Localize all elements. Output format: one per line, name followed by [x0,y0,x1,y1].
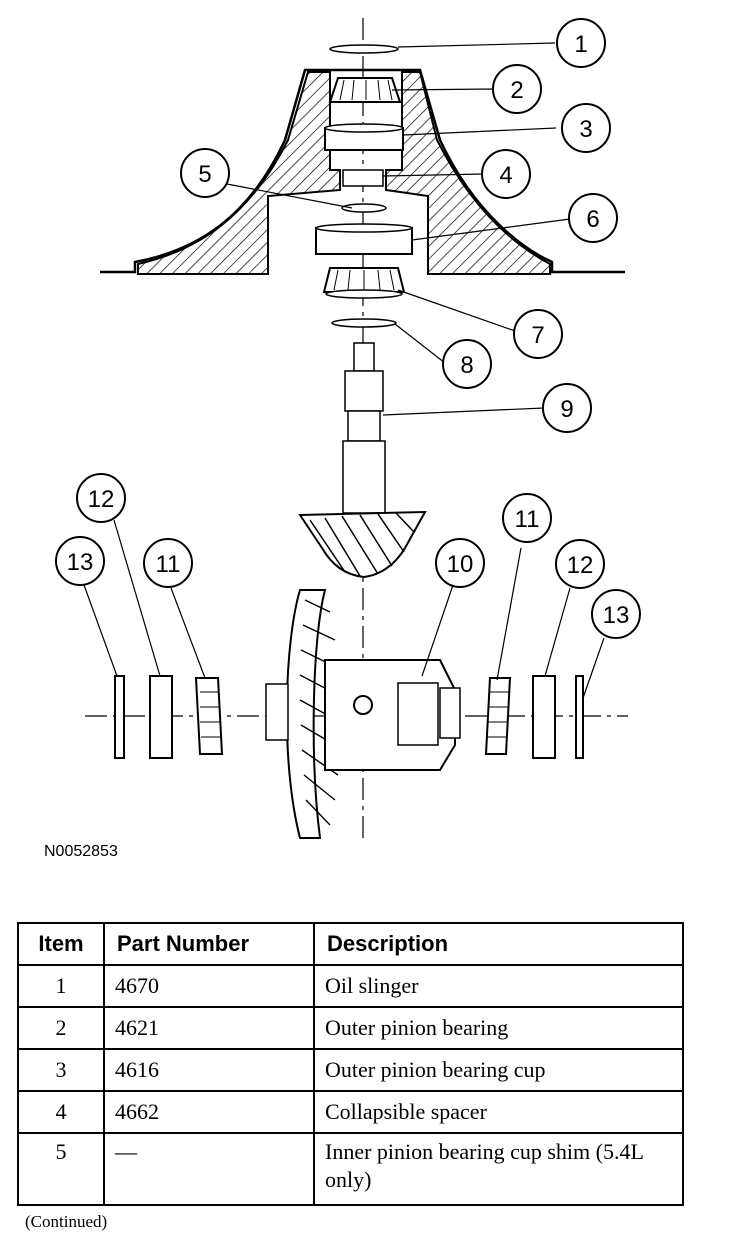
item-cell: 1 [17,964,105,1008]
callout-label: 12 [567,552,594,579]
header-part-number: Part Number [103,922,315,966]
callout-11-right: 11 [502,493,552,543]
table-header-row: Item Part Number Description [17,922,684,966]
bearing-cup-left [149,675,173,759]
callout-6: 6 [568,193,618,243]
callout-label: 13 [67,549,94,576]
part-number-cell: 4621 [103,1006,315,1050]
description-cell: Inner pinion bearing cup shim (5.4L only… [313,1132,684,1206]
callout-8: 8 [442,339,492,389]
callout-3: 3 [561,103,611,153]
differential-bearing-left [194,677,224,755]
header-item: Item [17,922,105,966]
item-cell: 2 [17,1006,105,1050]
callout-label: 7 [531,322,544,349]
header-description: Description [313,922,684,966]
table-row: 3 4616 Outer pinion bearing cup [17,1048,684,1092]
callout-9: 9 [542,383,592,433]
callout-4: 4 [481,149,531,199]
callout-12-right: 12 [555,539,605,589]
pinion-shim [331,318,397,328]
part-number-cell: 4662 [103,1090,315,1134]
table-row: 1 4670 Oil slinger [17,964,684,1008]
callout-label: 2 [510,77,523,104]
differential-housing [100,68,625,275]
bearing-cup-right [532,675,556,759]
continued-note: (Continued) [25,1212,108,1231]
callout-label: 12 [88,486,115,513]
part-number-cell: 4616 [103,1048,315,1092]
callout-13-left: 13 [55,536,105,586]
part-number-cell: — [103,1132,315,1206]
description-cell: Outer pinion bearing cup [313,1048,684,1092]
callout-13-right: 13 [591,589,641,639]
table-row: 5 — Inner pinion bearing cup shim (5.4L … [17,1132,684,1206]
callout-label: 8 [460,352,473,379]
description-cell: Collapsible spacer [313,1090,684,1134]
parts-table: Item Part Number Description 1 4670 Oil … [17,922,684,1206]
callout-10: 10 [435,538,485,588]
callout-1: 1 [556,18,606,68]
exploded-diagram: 1 2 3 4 5 6 7 8 9 10 11 12 13 11 12 13 [55,18,641,840]
collapsible-spacer [342,169,384,187]
side-shim-right [575,675,584,759]
inner-pinion-bearing-cup [315,223,413,255]
inner-pinion-bearing [322,267,406,299]
callout-11-left: 11 [143,538,193,588]
inner-cup-shim [341,203,387,213]
callout-7: 7 [513,309,563,359]
callout-label: 9 [560,396,573,423]
outer-pinion-bearing [328,77,402,103]
callout-label: 5 [198,161,211,188]
callout-label: 3 [579,116,592,143]
callout-2: 2 [492,64,542,114]
figure-id: N0052853 [44,843,118,860]
callout-label: 1 [574,31,587,58]
callout-5: 5 [180,148,230,198]
description-cell: Outer pinion bearing [313,1006,684,1050]
part-number-cell: 4670 [103,964,315,1008]
oil-slinger [329,44,399,54]
drive-pinion [298,342,427,579]
table-row: 4 4662 Collapsible spacer [17,1090,684,1134]
differential-case [265,589,461,839]
differential-bearing-right [484,677,512,755]
outer-pinion-bearing-cup [324,123,404,151]
item-cell: 3 [17,1048,105,1092]
callout-12-left: 12 [76,473,126,523]
description-cell: Oil slinger [313,964,684,1008]
callout-label: 10 [447,551,474,578]
side-shim-left [114,675,125,759]
callout-label: 13 [603,602,630,629]
leader-lines [83,42,605,699]
table-row: 2 4621 Outer pinion bearing [17,1006,684,1050]
callout-label: 6 [586,206,599,233]
callout-label: 11 [156,551,181,578]
item-cell: 4 [17,1090,105,1134]
callout-label: 11 [515,506,540,533]
callout-label: 4 [499,162,512,189]
item-cell: 5 [17,1132,105,1206]
